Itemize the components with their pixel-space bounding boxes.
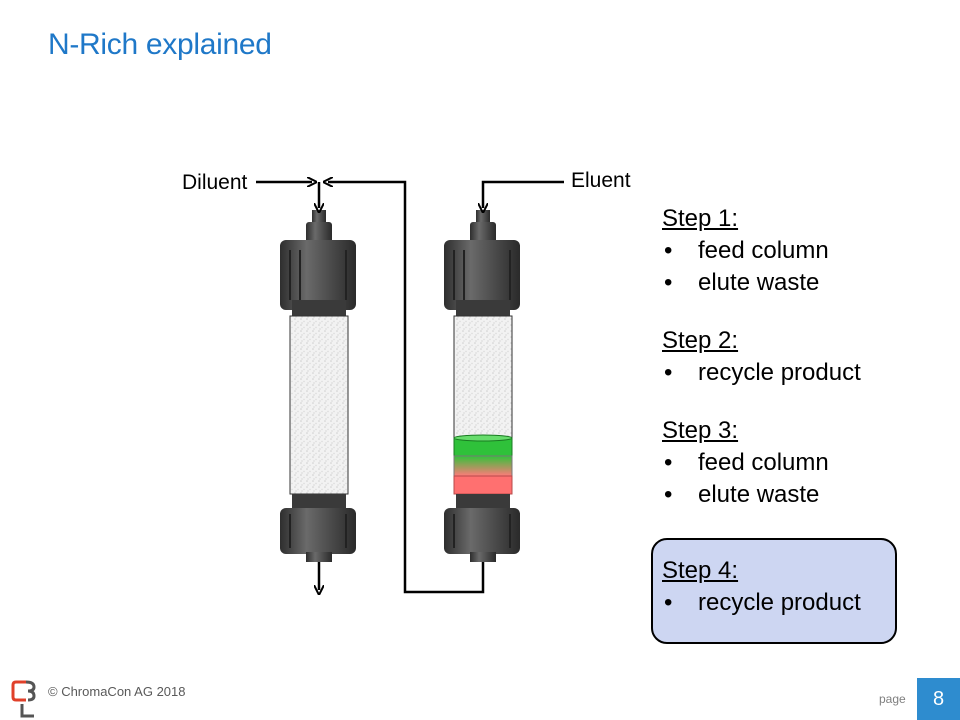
- page-number: 8: [932, 687, 945, 710]
- step-3-item: feed column: [662, 447, 902, 479]
- chromacon-logo-icon: [11, 680, 36, 718]
- step-1-item: elute waste: [662, 267, 902, 299]
- step-1-item: feed column: [662, 235, 902, 267]
- steps-list: Step 1: feed column elute waste Step 2: …: [662, 203, 902, 537]
- product-bands: [453, 434, 513, 495]
- step-1-title: Step 1:: [662, 205, 739, 232]
- step-3-title: Step 3:: [662, 417, 739, 444]
- slide-title: N-Rich explained: [48, 28, 272, 61]
- eluent-label: Eluent: [571, 169, 631, 192]
- step-2-title: Step 2:: [662, 327, 739, 354]
- step-3: Step 3: feed column elute waste: [662, 415, 902, 511]
- step-2-item: recycle product: [662, 357, 902, 389]
- left-column: [280, 210, 356, 562]
- step-3-item: elute waste: [662, 479, 902, 511]
- diluent-label: Diluent: [182, 171, 248, 194]
- step-4: Step 4: recycle product: [662, 555, 861, 619]
- page-number-badge: 8: [917, 678, 960, 720]
- step-4-item: recycle product: [662, 587, 861, 619]
- right-column: [444, 210, 520, 562]
- page-label: page: [879, 692, 906, 706]
- flow-lines: [256, 182, 564, 592]
- step-2: Step 2: recycle product: [662, 325, 902, 389]
- step-1: Step 1: feed column elute waste: [662, 203, 902, 299]
- step-4-title: Step 4:: [662, 557, 739, 584]
- copyright-text: © ChromaCon AG 2018: [48, 684, 186, 699]
